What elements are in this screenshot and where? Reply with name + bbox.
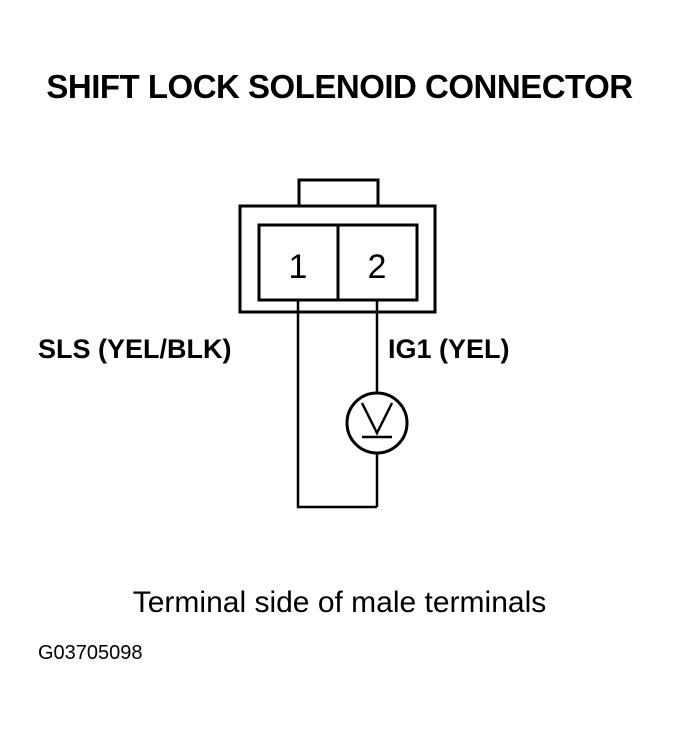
terminal-cavity-1: [257, 223, 340, 302]
test-lead-terminal-1: [296, 300, 377, 509]
terminal-number-2: 2: [368, 248, 387, 286]
figure-id: G03705098: [38, 642, 143, 664]
voltmeter-icon: [345, 391, 409, 455]
diagram-title: SHIFT LOCK SOLENOID CONNECTOR: [46, 68, 633, 105]
terminal-number-1: 1: [289, 248, 308, 286]
terminal-cavity-2: [336, 223, 419, 302]
wire-label-terminal-2: IG1 (YEL): [388, 334, 510, 364]
wire-label-terminal-1: SLS (YEL/BLK): [38, 334, 232, 364]
connector-lock-tab: [297, 178, 380, 209]
diagram-caption: Terminal side of male terminals: [132, 586, 547, 619]
